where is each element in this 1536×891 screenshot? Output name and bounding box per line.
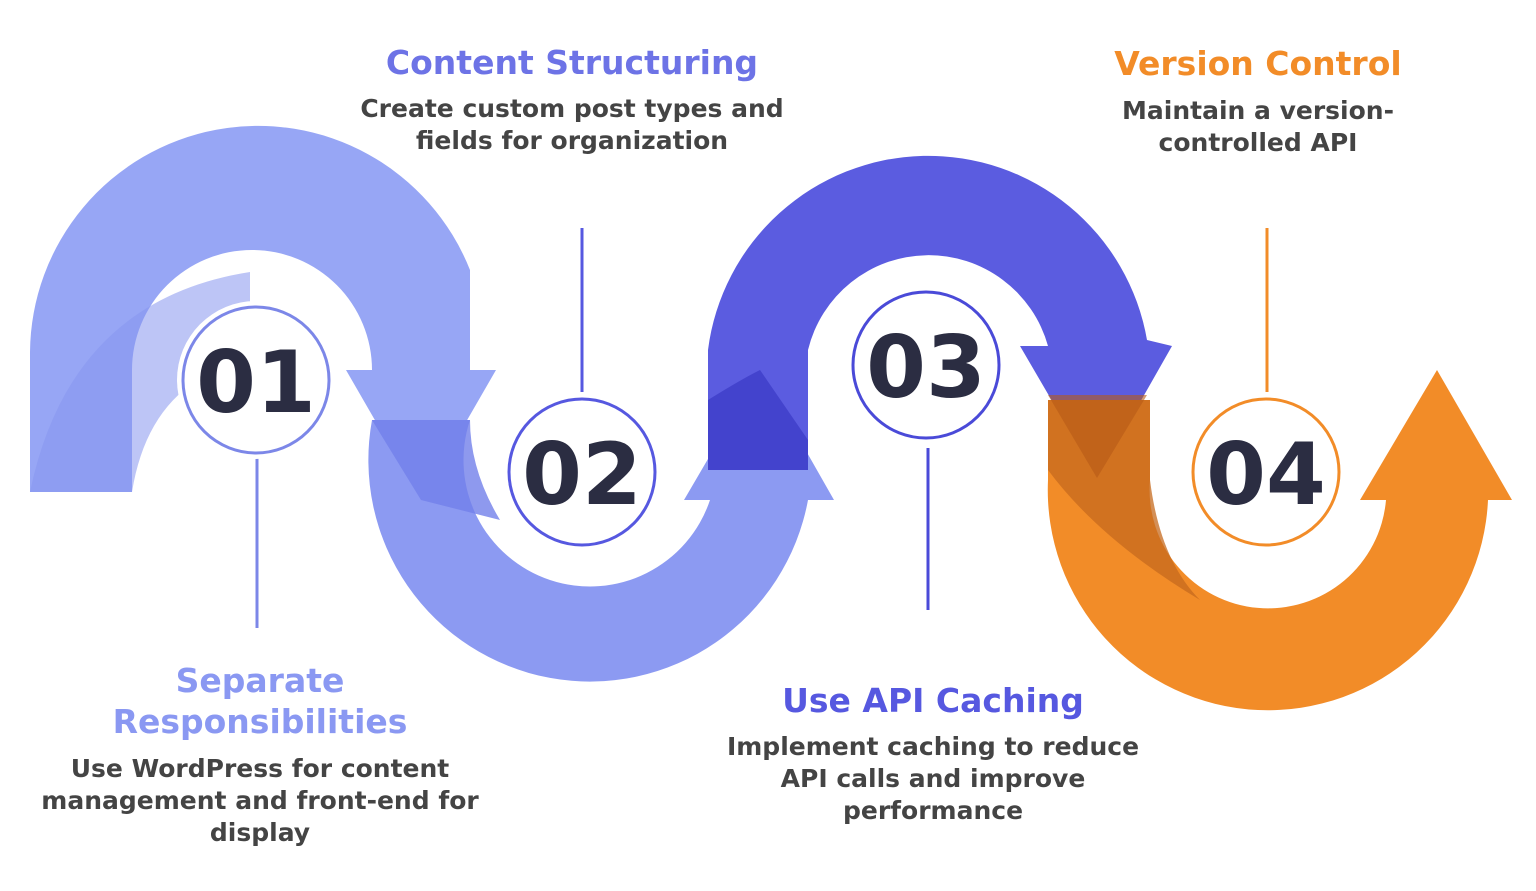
step-3-title: Use API Caching xyxy=(782,681,1084,720)
step-number-3: 03 xyxy=(866,318,986,418)
step-1-description: Use WordPress for content management and… xyxy=(41,754,479,847)
arrow-1-shade xyxy=(30,272,250,492)
step-2-title: Content Structuring xyxy=(385,43,759,82)
step-number-2: 02 xyxy=(522,425,642,525)
arrow-4-overlap xyxy=(1048,395,1147,478)
arrow-1 xyxy=(30,125,496,501)
step-2-description: Create custom post types and fields for … xyxy=(360,94,784,155)
step-circle-3: 03 xyxy=(847,286,1005,444)
step-circle-4: 04 xyxy=(1187,393,1345,551)
step-1-title: Separate Responsibilities xyxy=(112,661,408,741)
arrow-4 xyxy=(1047,370,1512,711)
arrow-2-shade xyxy=(372,420,500,520)
step-number-4: 04 xyxy=(1206,425,1326,525)
step-number-1: 01 xyxy=(196,333,316,433)
step-circle-2: 02 xyxy=(503,393,661,551)
step-4-description: Maintain a version-controlled API xyxy=(1122,96,1394,157)
arrow-3-shade xyxy=(708,370,808,470)
step-3-description: Implement caching to reduce API calls an… xyxy=(726,732,1140,825)
step-circle-1: 01 xyxy=(177,301,335,459)
step-4-title: Version Control xyxy=(1114,44,1402,83)
